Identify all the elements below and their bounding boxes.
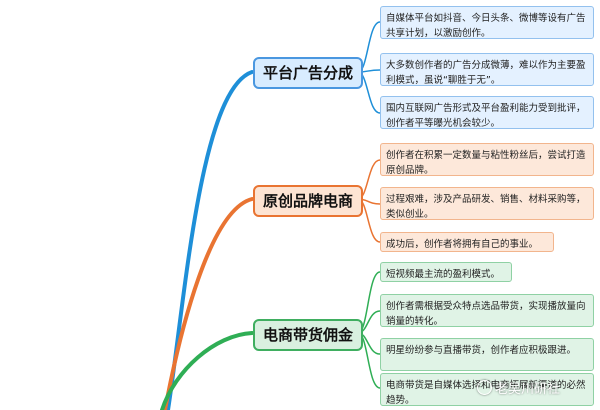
leaf-platform-ad-2[interactable]: 大多数创作者的广告分成微薄，难以作为主要盈利模式，虽说“聊胜于无”。 bbox=[380, 53, 594, 86]
leaf-platform-ad-1[interactable]: 自媒体平台如抖音、今日头条、微博等设有广告共享计划，以激励创作。 bbox=[380, 6, 594, 39]
trunk-green bbox=[160, 331, 254, 410]
leaf-platform-ad-3[interactable]: 国内互联网广告形式及平台盈利能力受到批评，创作者平等曝光机会较少。 bbox=[380, 96, 594, 129]
topic-original-brand-ecommerce[interactable]: 原创品牌电商 bbox=[253, 185, 364, 217]
leaf-brand-2[interactable]: 过程艰难，涉及产品研发、销售、材料采购等，类似创业。 bbox=[380, 187, 594, 220]
leaf-brand-3[interactable]: 成功后，创作者将拥有自己的事业。 bbox=[380, 232, 554, 252]
watermark: 老吴川研社 bbox=[477, 378, 560, 397]
leaf-commission-3[interactable]: 明星纷纷参与直播带货，创作者应积极跟进。 bbox=[380, 338, 594, 371]
trunk-blue bbox=[166, 70, 254, 410]
topic-platform-ad-share[interactable]: 平台广告分成 bbox=[253, 57, 364, 89]
watermark-text: 老吴川研社 bbox=[495, 382, 561, 397]
leaf-commission-2[interactable]: 创作者需根据受众特点选品带货，实现播放量向销量的转化。 bbox=[380, 294, 594, 327]
trunk-orange bbox=[163, 197, 254, 410]
topic-ecommerce-commission[interactable]: 电商带货佣金 bbox=[253, 319, 364, 351]
logo-circle-icon bbox=[477, 380, 492, 395]
leaf-commission-1[interactable]: 短视频最主流的盈利模式。 bbox=[380, 262, 512, 282]
leaf-brand-1[interactable]: 创作者在积累一定数量与粘性粉丝后，尝试打造原创品牌。 bbox=[380, 143, 594, 176]
